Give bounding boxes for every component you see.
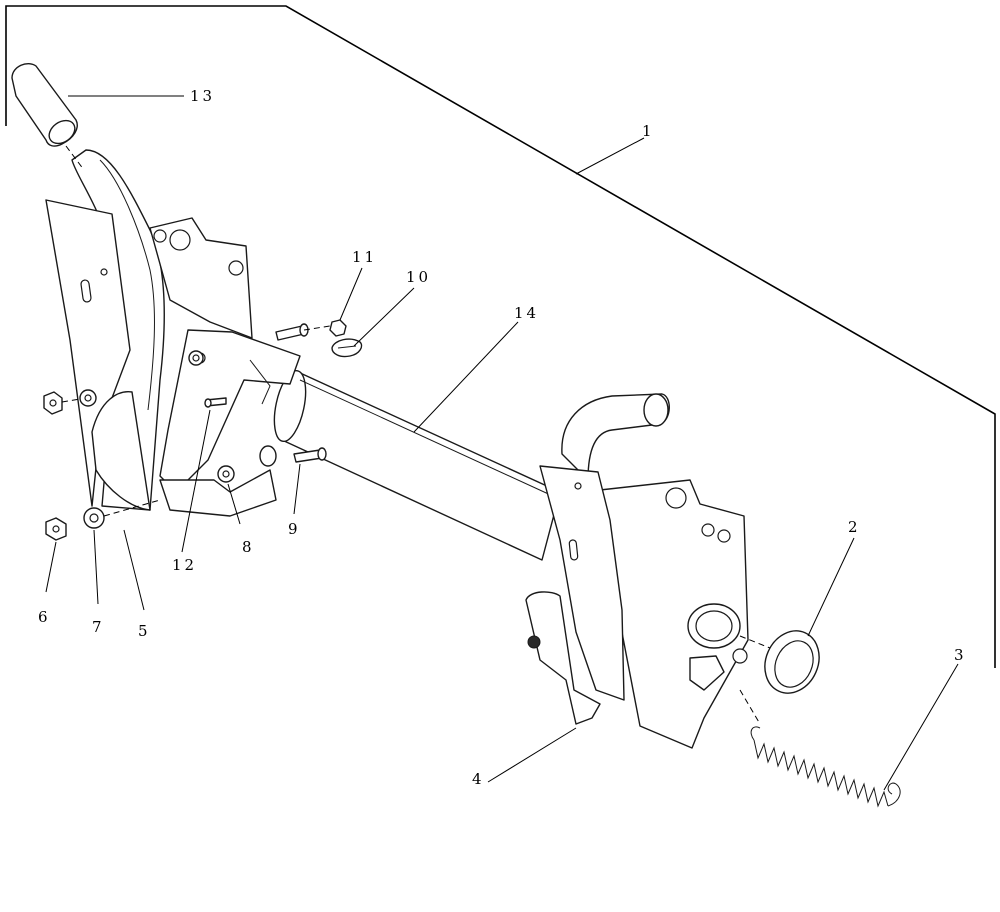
bolt-left-bracket (188, 350, 204, 366)
callout-5: 5 (138, 622, 151, 640)
callout-8: 8 (242, 538, 255, 556)
callout-2: 2 (848, 518, 861, 536)
nut-11 (329, 319, 347, 337)
bushing-axis (739, 635, 771, 649)
callout-4: 4 (472, 770, 485, 788)
callout-3: 3 (954, 646, 967, 664)
washer-upper (79, 389, 97, 407)
callout-6: 6 (38, 608, 51, 626)
handle-grip (11, 62, 78, 147)
callout-labels: 1 2 3 4 5 6 7 8 9 10 11 12 13 14 (38, 87, 967, 788)
pin-9 (293, 447, 327, 463)
callout-13: 13 (190, 87, 215, 105)
right-cover-plate (539, 465, 625, 701)
shaft-tube (273, 369, 561, 561)
bolt-upper (275, 323, 309, 341)
callout-1: 1 (642, 122, 655, 140)
nut-lower (45, 517, 67, 541)
spring-axis (739, 689, 761, 725)
screw-12 (204, 397, 227, 408)
nut-upper (43, 391, 63, 415)
assembly-bracket (5, 5, 996, 668)
spring-clip-10 (331, 338, 363, 358)
spring (750, 726, 901, 808)
bushing (764, 630, 820, 694)
callout-7: 7 (92, 618, 105, 636)
fastener-axis-upper (61, 398, 81, 403)
left-pivot-housing (91, 391, 151, 511)
bushing-8 (217, 465, 235, 483)
callout-9: 9 (288, 520, 301, 538)
washer-lower (83, 507, 105, 529)
callout-10: 10 (406, 268, 431, 286)
left-side-plate (149, 217, 253, 339)
handle-axis (65, 145, 85, 171)
bolt-upper-axis (303, 325, 331, 331)
right-pedal-pad (561, 393, 670, 481)
leader-lines (45, 95, 959, 791)
callout-14: 14 (514, 304, 539, 322)
right-side-plate (599, 479, 749, 749)
right-lower-bracket (525, 591, 601, 725)
detent-link (159, 445, 277, 517)
callout-12: 12 (172, 556, 197, 574)
callout-11: 11 (352, 248, 377, 266)
